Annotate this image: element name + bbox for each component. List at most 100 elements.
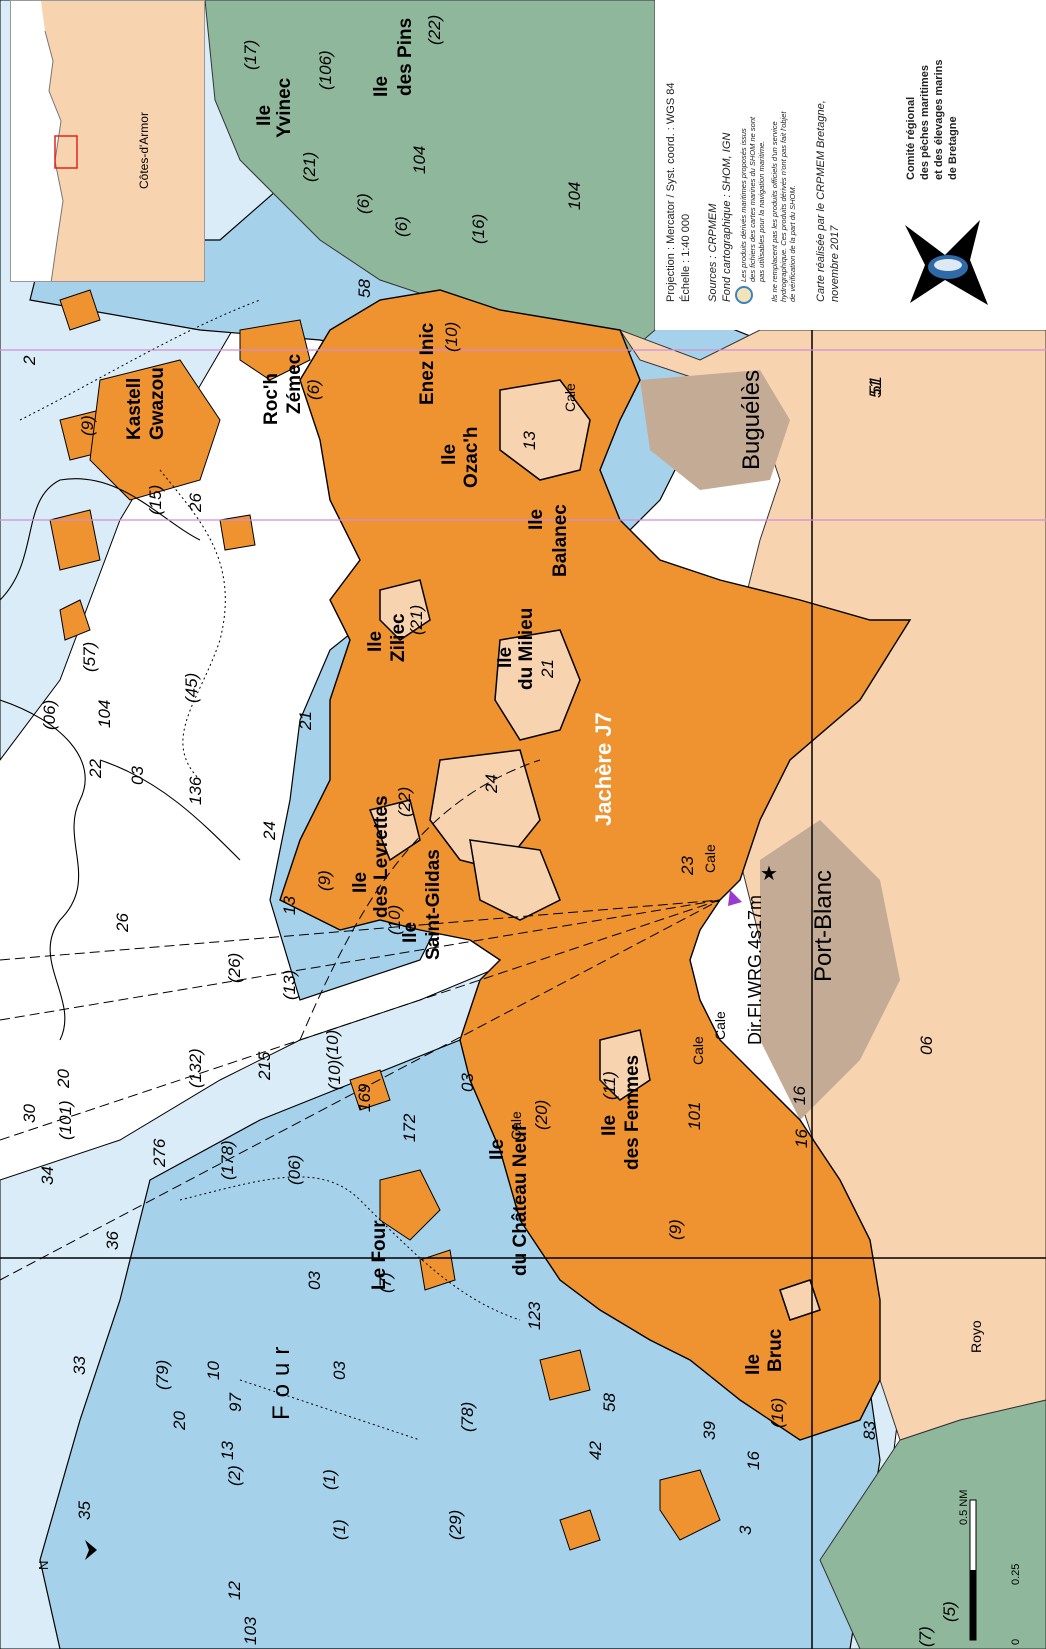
info-disclaimer-4: Ils ne remplacent pas les produits offic…: [770, 121, 779, 302]
scale-label-zero: 0: [1010, 1638, 1022, 1645]
jachere-label: Jachère J7: [591, 712, 616, 826]
place-ozach-1: Ile: [439, 443, 460, 465]
depth-sounding: 136: [186, 776, 205, 805]
depth-sounding: 104: [565, 181, 584, 210]
place-femmes-1: Ile: [599, 1114, 620, 1136]
depth-sounding: (6): [304, 379, 323, 400]
depth-sounding: 42: [586, 1441, 605, 1460]
depth-sounding: (10): [323, 1029, 342, 1060]
depth-sounding: 26: [186, 493, 205, 512]
depth-sounding: (16): [469, 213, 488, 244]
scale-bar: [969, 1499, 977, 1641]
place-levrettes-1: Ile: [350, 871, 371, 893]
north-label: N: [36, 1560, 51, 1570]
depth-sounding: (10): [325, 1059, 344, 1090]
depth-sounding: (101): [56, 1100, 75, 1140]
island-ozach: [499, 379, 591, 481]
depth-sounding: 58: [355, 279, 374, 298]
depth-sounding: 103: [241, 1616, 260, 1645]
depth-sounding: 30: [20, 1104, 39, 1123]
depth-sounding: 104: [410, 145, 429, 174]
pink-lines: [0, 349, 1046, 521]
depth-sounding: 22: [86, 759, 105, 778]
depth-sounding: 24: [260, 821, 279, 840]
info-scale: Échelle : 1:40 000: [680, 213, 692, 302]
depth-sounding: 06: [917, 1036, 936, 1055]
depth-sounding: (5): [940, 1601, 959, 1622]
depth-sounding: 276: [150, 1138, 169, 1167]
depth-sounding: (10): [385, 904, 404, 935]
info-disclaimer-1: Les produits dérivés maritimes proposés …: [739, 128, 748, 282]
scale-label-quarter: 0.25: [1010, 1563, 1022, 1585]
depth-sounding: (21): [300, 151, 319, 182]
depth-sounding: 97: [226, 1393, 245, 1412]
depth-sounding: (22): [425, 14, 444, 45]
depth-sounding: (132): [186, 1048, 205, 1088]
depth-sounding: (9): [78, 415, 97, 436]
depth-sounding: (6): [392, 216, 411, 237]
island-gildas: [469, 839, 561, 921]
place-milieu-1: Ile: [495, 646, 516, 668]
place-ziliec-1: Ile: [365, 630, 386, 652]
island-levrettes: [368, 799, 421, 862]
depth-sounding: 16: [792, 1129, 811, 1148]
place-ziliec-2: Ziliec: [388, 613, 409, 662]
info-disclaimer-3: pas utilisables pour la navigation marit…: [757, 140, 766, 282]
depth-sounding: (21): [407, 604, 426, 635]
inset-label: Côtes-d'Armor: [137, 112, 151, 189]
locator-map-svg: [11, 1, 204, 281]
depth-sounding: (7): [376, 1272, 395, 1293]
cale-label-4: Cale: [712, 1011, 728, 1040]
depth-sounding: 16: [744, 1451, 763, 1470]
depth-sounding: 36: [103, 1231, 122, 1250]
depth-sounding: (178): [218, 1140, 237, 1180]
place-chateau-1: Ile: [487, 1138, 508, 1160]
island-bruc: [779, 1279, 821, 1321]
depth-sounding: 83: [860, 1421, 879, 1440]
place-bugueles: Buguélès: [738, 369, 765, 470]
depth-sounding: (15): [146, 484, 165, 515]
place-roch-2: Zémec: [284, 353, 305, 414]
depth-sounding: (17): [241, 39, 260, 70]
info-projection: Projection : Mercator / Syst. coord. : W…: [665, 82, 677, 302]
depth-sounding: (7): [916, 1626, 935, 1647]
place-femmes-2: des Femmes: [622, 1054, 643, 1170]
info-org-3: et des élevages marins: [933, 59, 945, 180]
land-number-16: 16: [790, 1086, 809, 1105]
north-arrow-icon: [85, 1540, 97, 1560]
place-ile-des-pins-2: des Pins: [395, 17, 416, 96]
label-35: 35: [75, 1501, 94, 1520]
depth-sounding: 12: [225, 1581, 244, 1600]
info-disclaimer-2: des fichiers des cartes marines du SHOM …: [748, 116, 757, 282]
depth-sounding: (20): [532, 1099, 551, 1130]
depth-sounding: (10): [442, 321, 461, 352]
depth-sounding: 34: [38, 1166, 57, 1185]
land-number-21: 21: [538, 659, 557, 678]
depth-sounding: (06): [40, 699, 59, 730]
locator-inset: Côtes-d'Armor: [10, 0, 205, 282]
depth-sounding: (9): [666, 1219, 685, 1240]
depth-sounding: 03: [330, 1361, 349, 1380]
depth-sounding: (57): [80, 641, 99, 672]
crpmem-logo-icon: [905, 220, 988, 305]
depth-sounding: (26): [225, 952, 244, 983]
depth-sounding: 10: [204, 1361, 223, 1380]
info-org-4: de Bretagne: [947, 116, 959, 180]
svg-text:★: ★: [760, 861, 778, 885]
info-sources: Sources : CRPMEM: [707, 203, 719, 302]
land-number-24: 24: [482, 774, 501, 793]
depth-sounding: (78): [458, 1401, 477, 1432]
depth-sounding: 101: [685, 1101, 704, 1130]
place-bruc-1: Ile: [743, 1353, 764, 1375]
info-made-by: Carte réalisée par le CRPMEM Bretagne,: [815, 100, 827, 302]
depth-sounding: 03: [305, 1271, 324, 1290]
depth-sounding: 123: [525, 1301, 544, 1330]
depth-sounding: 20: [170, 1411, 189, 1430]
place-chateau-2: du Château Neuf: [510, 1125, 531, 1276]
depth-sounding: 26: [113, 913, 132, 932]
depth-sounding: (2): [225, 1465, 244, 1486]
urban-bugueles: [640, 370, 790, 490]
place-enez-inic: Enez Inic: [417, 322, 438, 405]
depth-sounding: (06): [285, 1154, 304, 1185]
